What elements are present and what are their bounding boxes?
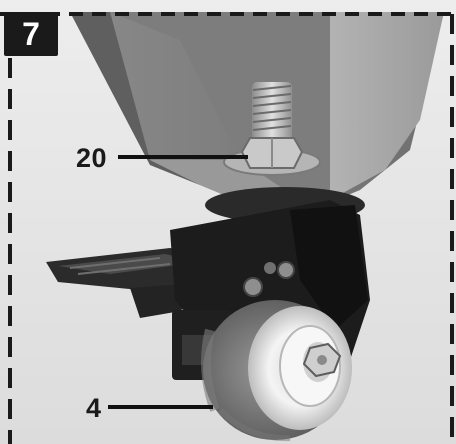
callout-label-wheel: 4 bbox=[86, 393, 102, 423]
callout-label-bolt: 20 bbox=[76, 143, 108, 173]
callout-leader-bolt bbox=[118, 155, 248, 159]
callout-leader-wheel bbox=[108, 405, 213, 409]
step-number-badge: 7 bbox=[4, 12, 58, 56]
